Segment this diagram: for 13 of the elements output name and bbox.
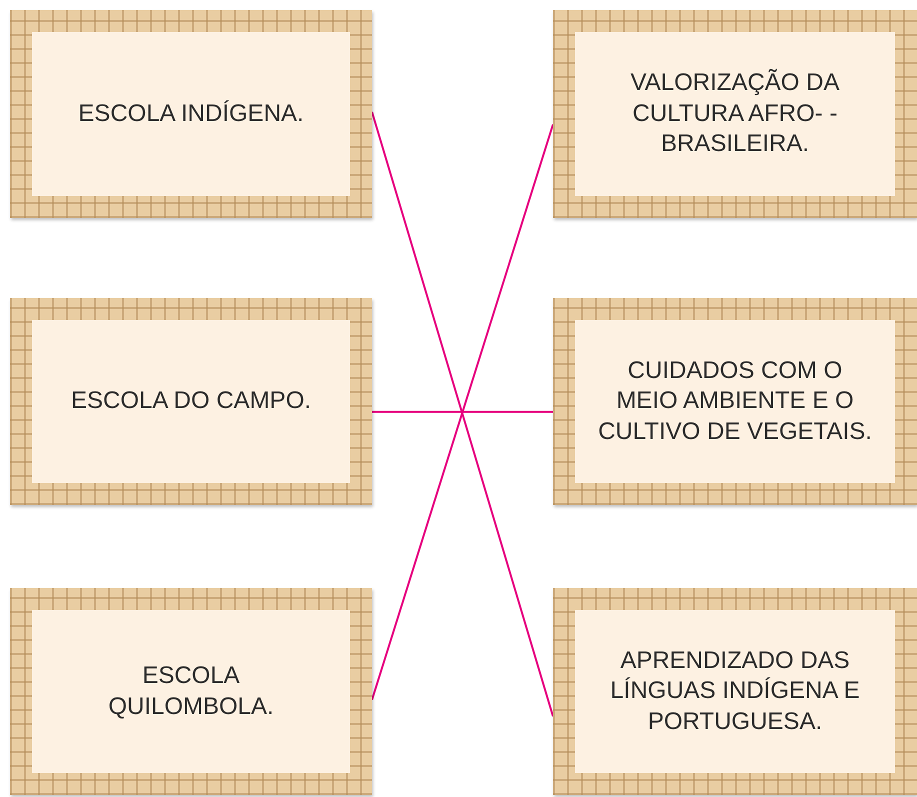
card-text: VALORIZAÇÃO DA CULTURA AFRO- -BRASILEIRA. bbox=[630, 68, 840, 160]
connecting-line bbox=[372, 410, 553, 413]
card-text: ESCOLA INDÍGENA. bbox=[78, 98, 304, 129]
framed-card bbox=[10, 298, 372, 505]
framed-card bbox=[553, 298, 917, 505]
framed-card bbox=[10, 588, 372, 795]
card-text: CUIDADOS COM O MEIO AMBIENTE E O CULTIVO DE VEGETAIS. bbox=[597, 356, 873, 447]
framed-card bbox=[10, 10, 372, 218]
framed-card bbox=[553, 10, 917, 218]
card-text: ESCOLA QUILOMBOLA. bbox=[107, 661, 275, 722]
card-text: ESCOLA DO CAMPO. bbox=[70, 386, 312, 416]
framed-card bbox=[553, 588, 917, 795]
card-text: APRENDIZADO DAS LÍNGUAS INDÍGENA E PORTUGUESA. bbox=[609, 646, 861, 737]
